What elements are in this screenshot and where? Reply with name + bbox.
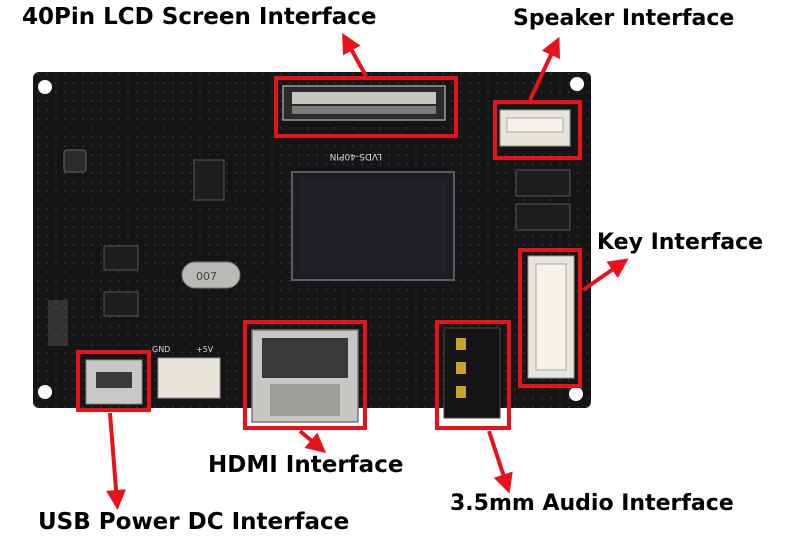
silk-lvds: LVDS-40PIN [330, 151, 382, 161]
usb-arrow [106, 412, 127, 510]
key-arrow [581, 258, 629, 292]
usb-power-interface-label: USB Power DC Interface [38, 509, 350, 535]
mounting-hole [38, 385, 52, 399]
silk-crystal: 007 [196, 270, 217, 283]
usb-highlight-box [76, 350, 151, 412]
lcd-arrow [342, 33, 368, 77]
mounting-hole [38, 80, 52, 94]
speaker-interface-label: Speaker Interface [513, 6, 735, 31]
key-highlight-box [518, 248, 582, 388]
speaker-highlight-box [493, 100, 582, 160]
hdmi-highlight-box [243, 320, 367, 430]
mounting-hole [569, 387, 583, 401]
hdmi-interface-label: HDMI Interface [208, 452, 404, 478]
lcd-interface-label: 40Pin LCD Screen Interface [22, 4, 377, 30]
lcd-highlight-box [274, 76, 458, 138]
audio-interface-label: 3.5mm Audio Interface [450, 491, 734, 516]
mounting-hole [570, 77, 584, 91]
silk-5v: +5V [196, 345, 214, 354]
silk-gnd: GND [152, 345, 170, 354]
hdmi-arrow [298, 429, 327, 454]
crystal [181, 261, 241, 289]
audio-highlight-box [435, 320, 511, 430]
speaker-arrow [528, 36, 561, 101]
audio-jack [443, 327, 501, 419]
power-connector [157, 357, 221, 399]
key-interface-label: Key Interface [597, 230, 764, 255]
audio-arrow [487, 430, 513, 494]
